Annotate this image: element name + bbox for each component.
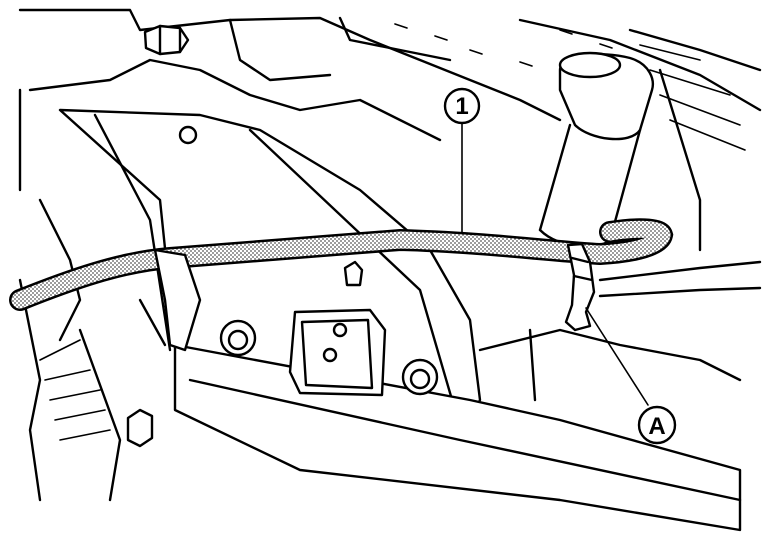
callout-hose: 1 xyxy=(443,87,481,125)
lower-bolt-right xyxy=(401,358,439,396)
bracket-front-edge xyxy=(153,248,202,352)
upper-body-outline xyxy=(18,8,762,252)
top-bolt xyxy=(143,24,190,56)
callout-clip-label: A xyxy=(648,413,665,440)
cylinder-mount xyxy=(538,51,654,248)
square-grommet xyxy=(288,308,387,397)
left-structure xyxy=(18,198,167,502)
hose xyxy=(9,218,762,311)
leader-clip xyxy=(585,307,649,406)
callout-clip: A xyxy=(637,405,677,445)
callout-hose-label: 1 xyxy=(455,93,468,120)
lower-bolt-left xyxy=(219,319,257,357)
